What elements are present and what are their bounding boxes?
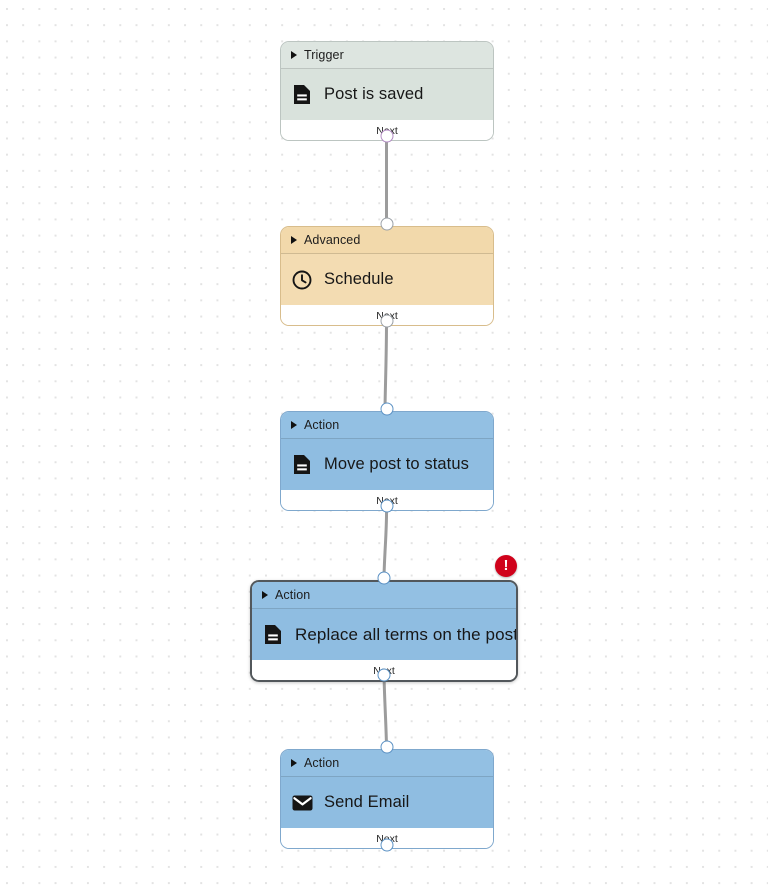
- output-port-advanced[interactable]: [380, 314, 393, 328]
- node-header[interactable]: Action: [252, 582, 516, 609]
- output-port-send-email[interactable]: [380, 838, 393, 852]
- node-body[interactable]: Post is saved: [281, 69, 493, 120]
- node-action-send-email[interactable]: Action Send Email Next: [280, 749, 494, 849]
- node-header[interactable]: Action: [281, 750, 493, 777]
- node-body[interactable]: Replace all terms on the post: [252, 609, 516, 660]
- node-title: Move post to status: [324, 455, 469, 473]
- clock-icon: [291, 269, 313, 291]
- node-header[interactable]: Trigger: [281, 42, 493, 69]
- node-advanced-schedule[interactable]: Advanced Schedule Next: [280, 226, 494, 326]
- node-title: Replace all terms on the post: [295, 624, 518, 644]
- node-body[interactable]: Schedule: [281, 254, 493, 305]
- output-port-replace-terms[interactable]: [377, 668, 391, 682]
- output-port-move-post[interactable]: [380, 499, 393, 513]
- chevron-right-icon[interactable]: [262, 591, 268, 599]
- node-header[interactable]: Action: [281, 412, 493, 439]
- node-body[interactable]: Move post to status: [281, 439, 493, 490]
- document-icon: [262, 624, 284, 646]
- node-category-label: Action: [304, 756, 340, 770]
- node-header[interactable]: Advanced: [281, 227, 493, 254]
- chevron-right-icon[interactable]: [291, 421, 297, 429]
- envelope-icon: [291, 792, 313, 814]
- node-action-replace-all-terms[interactable]: Action Replace all terms on the post Nex…: [250, 580, 518, 682]
- node-title: Schedule: [324, 270, 394, 288]
- node-category-label: Trigger: [304, 48, 344, 62]
- error-badge[interactable]: !: [495, 555, 517, 577]
- document-icon: [291, 454, 313, 476]
- output-port-trigger[interactable]: [380, 129, 393, 143]
- input-port-send-email[interactable]: [380, 740, 393, 754]
- input-port-replace-terms[interactable]: [377, 571, 391, 585]
- exclamation-icon: !: [503, 557, 509, 574]
- chevron-right-icon[interactable]: [291, 236, 297, 244]
- edge-move-post-to-replace: [382, 504, 389, 579]
- node-action-move-post-to-status[interactable]: Action Move post to status Next: [280, 411, 494, 511]
- document-icon: [291, 84, 313, 106]
- node-body[interactable]: Send Email: [281, 777, 493, 828]
- node-category-label: Advanced: [304, 233, 361, 247]
- edge-replace-to-send-email: [382, 673, 388, 748]
- chevron-right-icon[interactable]: [291, 51, 297, 59]
- node-category-label: Action: [304, 418, 340, 432]
- input-port-move-post[interactable]: [380, 402, 393, 416]
- edge-advanced-to-move-post: [383, 319, 388, 410]
- node-title: Send Email: [324, 793, 410, 811]
- node-category-label: Action: [275, 588, 311, 602]
- node-trigger-post-is-saved[interactable]: Trigger Post is saved Next: [280, 41, 494, 141]
- input-port-advanced[interactable]: [380, 217, 393, 231]
- node-title: Post is saved: [324, 85, 424, 103]
- chevron-right-icon[interactable]: [291, 759, 297, 767]
